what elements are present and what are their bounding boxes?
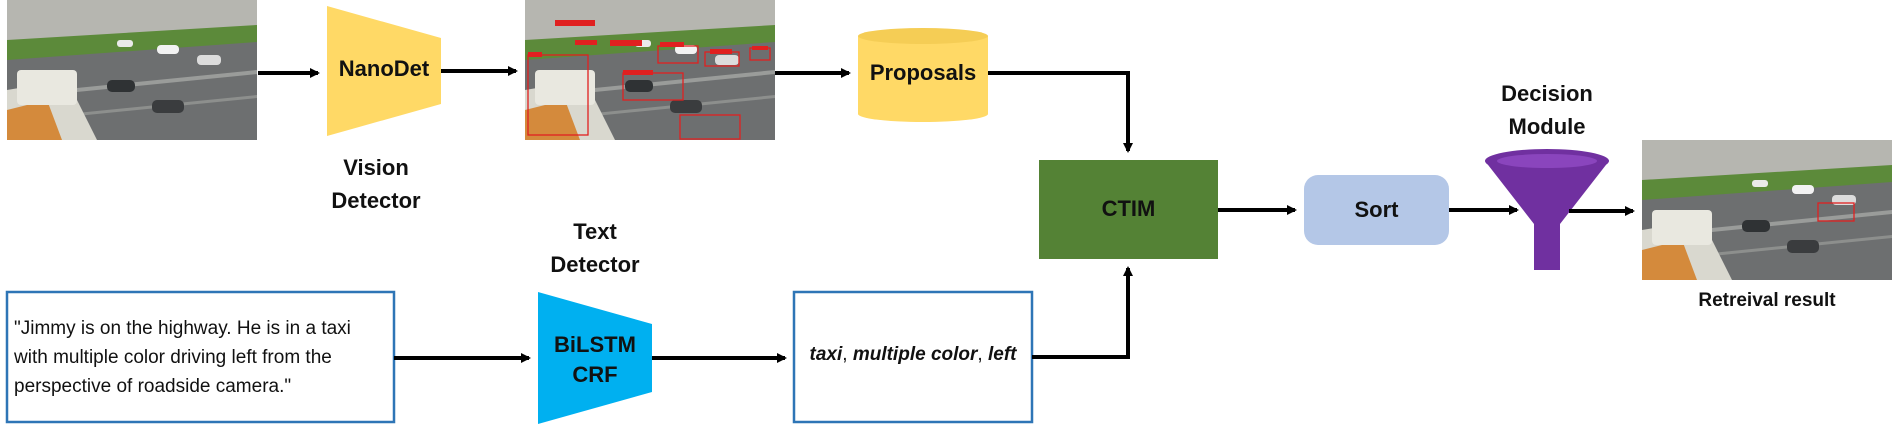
text-detector-caption: Text Detector: [515, 215, 675, 281]
attribute-text: taxi, multiple color, left: [796, 344, 1030, 366]
sort-block: [1304, 175, 1449, 245]
proposals-cylinder: [858, 28, 988, 122]
bilstm-label-line2: CRF: [572, 362, 618, 387]
attr-multiple-color: multiple color: [852, 344, 978, 365]
text-detector-caption-line1: Text: [573, 219, 617, 244]
bilstm-crf-block: [538, 292, 652, 424]
nanodet-label: NanoDet: [338, 56, 430, 81]
query-line3: perspective of roadside camera.": [14, 376, 292, 397]
attr-left: left: [987, 344, 1017, 365]
decision-funnel-icon: [1485, 149, 1609, 270]
sort-label: Sort: [1354, 197, 1399, 222]
attr-taxi: taxi: [809, 344, 843, 365]
decision-module-caption: Decision Module: [1467, 77, 1627, 143]
arrows: [258, 66, 1635, 363]
bilstm-label-line1: BiLSTM: [554, 332, 636, 357]
decision-caption-line2: Module: [1508, 114, 1586, 139]
vision-detector-caption-line2: Detector: [331, 188, 421, 213]
query-text: "Jimmy is on the highway. He is in a tax…: [14, 314, 390, 401]
ctim-label: CTIM: [1101, 196, 1156, 221]
detection-traffic-image: [525, 0, 775, 140]
query-line1: "Jimmy is on the highway. He is in a tax…: [14, 318, 351, 339]
input-traffic-image: [7, 0, 257, 140]
text-detector-caption-line2: Detector: [550, 252, 640, 277]
bilstm-crf-label: BiLSTM CRF: [538, 330, 652, 390]
query-text-box: [5, 290, 396, 424]
vision-detector-caption-line1: Vision: [343, 155, 409, 180]
attr-sep1: ,: [842, 344, 853, 365]
nanodet-block: [327, 6, 441, 136]
attribute-box: [792, 290, 1034, 424]
ctim-block: [1039, 160, 1218, 259]
decision-caption-line1: Decision: [1501, 81, 1593, 106]
result-traffic-image: [1642, 140, 1892, 280]
attr-sep2: ,: [977, 344, 988, 365]
arrow-proposals-to-ctim: [988, 71, 1133, 153]
vision-detector-caption: Vision Detector: [296, 151, 456, 217]
query-line2: with multiple color driving left from th…: [14, 347, 332, 368]
proposals-label: Proposals: [869, 60, 977, 85]
result-caption: Retreival result: [1698, 290, 1836, 311]
arrow-attributes-to-ctim: [1032, 266, 1133, 359]
